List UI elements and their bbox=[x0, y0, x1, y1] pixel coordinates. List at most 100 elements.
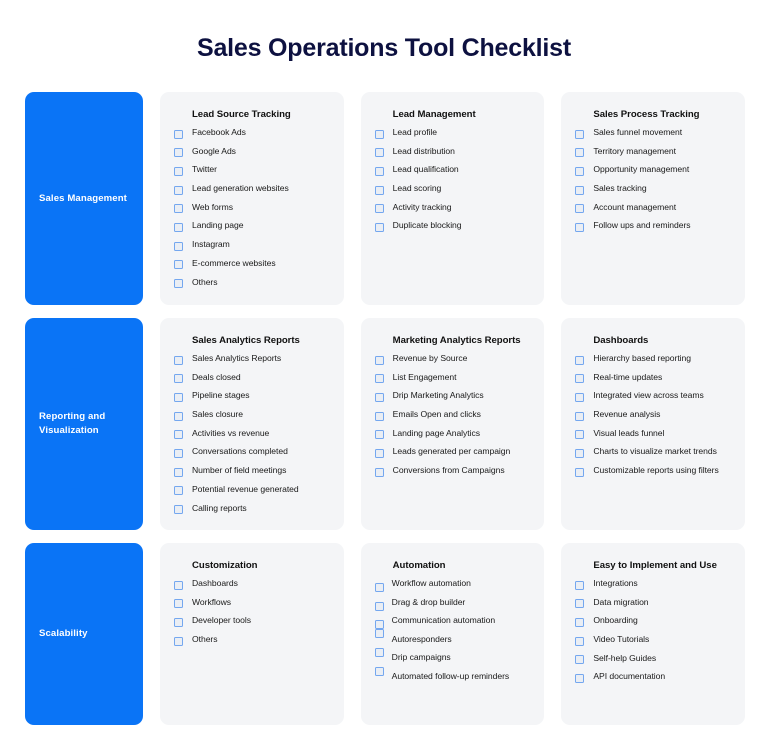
checkbox-icon[interactable] bbox=[575, 392, 585, 402]
list-item[interactable]: Video Tutorials bbox=[575, 634, 731, 646]
list-item[interactable]: Self-help Guides bbox=[575, 653, 731, 665]
checklist-card-sales-analytics-reports[interactable]: Sales Analytics Reports Sales Analytics … bbox=[160, 318, 344, 530]
list-item[interactable]: Lead scoring bbox=[374, 183, 531, 195]
checklist-card-lead-source-tracking[interactable]: Lead Source Tracking Facebook Ads Google… bbox=[160, 92, 344, 305]
checkbox-icon[interactable] bbox=[575, 617, 585, 627]
checkbox-icon[interactable] bbox=[575, 655, 585, 665]
list-item[interactable]: Autoresponders bbox=[374, 629, 531, 645]
checkbox-icon[interactable] bbox=[374, 583, 384, 592]
checkbox-icon[interactable] bbox=[174, 355, 183, 365]
checkbox-icon[interactable] bbox=[174, 185, 183, 195]
checklist-card-automation[interactable]: Automation Workflow automation Drag & dr… bbox=[360, 543, 545, 725]
list-item[interactable]: Leads generated per campaign bbox=[374, 446, 531, 458]
list-item[interactable]: Integrations bbox=[575, 578, 731, 590]
checkbox-icon[interactable] bbox=[575, 185, 585, 195]
checkbox-icon[interactable] bbox=[174, 222, 183, 232]
checkbox-icon[interactable] bbox=[575, 166, 585, 176]
list-item[interactable]: Conversations completed bbox=[174, 446, 330, 458]
list-item[interactable]: Onboarding bbox=[575, 615, 731, 627]
list-item[interactable]: Workflows bbox=[174, 597, 330, 609]
list-item[interactable]: Instagram bbox=[174, 239, 330, 251]
list-item[interactable]: Follow ups and reminders bbox=[575, 220, 731, 232]
list-item[interactable]: Activity tracking bbox=[374, 202, 531, 214]
checklist-card-dashboards[interactable]: Dashboards Hierarchy based reporting Rea… bbox=[561, 318, 746, 530]
list-item[interactable]: Opportunity management bbox=[575, 164, 731, 176]
list-item[interactable]: Others bbox=[174, 277, 330, 288]
checkbox-icon[interactable] bbox=[374, 392, 384, 402]
list-item[interactable]: Number of field meetings bbox=[174, 465, 330, 477]
checkbox-icon[interactable] bbox=[174, 148, 183, 158]
checkbox-icon[interactable] bbox=[174, 599, 183, 609]
list-item[interactable]: Drip Marketing Analytics bbox=[374, 390, 531, 402]
list-item[interactable]: Deals closed bbox=[174, 372, 330, 384]
list-item[interactable]: Sales tracking bbox=[575, 183, 731, 195]
list-item[interactable]: Duplicate blocking bbox=[374, 220, 531, 232]
checkbox-icon[interactable] bbox=[174, 467, 183, 477]
list-item[interactable]: Landing page bbox=[174, 220, 330, 232]
checkbox-icon[interactable] bbox=[575, 222, 585, 232]
list-item[interactable]: Integrated view across teams bbox=[575, 390, 731, 402]
list-item[interactable]: Workflow automation bbox=[374, 578, 531, 592]
checkbox-icon[interactable] bbox=[575, 467, 585, 477]
list-item[interactable]: Twitter bbox=[174, 164, 330, 176]
checkbox-icon[interactable] bbox=[174, 166, 183, 176]
checkbox-icon[interactable] bbox=[374, 129, 384, 139]
list-item[interactable]: Sales closure bbox=[174, 409, 330, 421]
checkbox-icon[interactable] bbox=[374, 166, 384, 176]
checkbox-icon[interactable] bbox=[374, 222, 384, 232]
list-item[interactable]: Activities vs revenue bbox=[174, 428, 330, 440]
category-card-sales-management[interactable]: Sales Management bbox=[25, 92, 143, 305]
list-item[interactable]: Charts to visualize market trends bbox=[575, 446, 731, 458]
checkbox-icon[interactable] bbox=[575, 129, 585, 139]
list-item[interactable]: Hierarchy based reporting bbox=[575, 353, 731, 365]
checkbox-icon[interactable] bbox=[374, 374, 384, 384]
checkbox-icon[interactable] bbox=[174, 241, 183, 251]
checkbox-icon[interactable] bbox=[575, 673, 585, 683]
list-item[interactable]: Landing page Analytics bbox=[374, 428, 531, 440]
list-item[interactable]: Google Ads bbox=[174, 146, 330, 158]
list-item[interactable]: Potential revenue generated bbox=[174, 484, 330, 496]
checkbox-icon[interactable] bbox=[575, 374, 585, 384]
checkbox-icon[interactable] bbox=[174, 260, 183, 270]
checkbox-icon[interactable] bbox=[575, 355, 585, 365]
list-item[interactable]: Visual leads funnel bbox=[575, 428, 731, 440]
checkbox-icon[interactable] bbox=[374, 430, 384, 440]
list-item[interactable]: Sales funnel movement bbox=[575, 127, 731, 139]
checkbox-icon[interactable] bbox=[174, 505, 183, 514]
checkbox-icon[interactable] bbox=[575, 430, 585, 440]
list-item[interactable]: Web forms bbox=[174, 202, 330, 214]
list-item[interactable]: Pipeline stages bbox=[174, 390, 330, 402]
list-item[interactable]: Revenue by Source bbox=[374, 353, 531, 365]
checkbox-icon[interactable] bbox=[374, 467, 384, 477]
checkbox-icon[interactable] bbox=[374, 647, 384, 657]
list-item[interactable]: Lead qualification bbox=[374, 164, 531, 176]
checkbox-icon[interactable] bbox=[575, 636, 585, 646]
checkbox-icon[interactable] bbox=[374, 185, 384, 195]
checkbox-icon[interactable] bbox=[575, 599, 585, 609]
checkbox-icon[interactable] bbox=[374, 601, 384, 611]
checkbox-icon[interactable] bbox=[174, 448, 183, 458]
list-item[interactable]: Developer tools bbox=[174, 615, 330, 627]
checkbox-icon[interactable] bbox=[575, 204, 585, 214]
checkbox-icon[interactable] bbox=[575, 580, 585, 590]
checkbox-icon[interactable] bbox=[374, 620, 384, 630]
checklist-card-sales-process-tracking[interactable]: Sales Process Tracking Sales funnel move… bbox=[561, 92, 746, 305]
list-item[interactable]: Lead distribution bbox=[374, 146, 531, 158]
list-item[interactable]: Calling reports bbox=[174, 503, 330, 514]
checkbox-icon[interactable] bbox=[174, 392, 183, 402]
checkbox-icon[interactable] bbox=[174, 617, 183, 627]
list-item[interactable]: Territory management bbox=[575, 146, 731, 158]
checkbox-icon[interactable] bbox=[174, 279, 183, 288]
list-item[interactable]: Conversions from Campaigns bbox=[374, 465, 531, 477]
list-item[interactable]: Lead profile bbox=[374, 127, 531, 139]
checkbox-icon[interactable] bbox=[174, 374, 183, 384]
list-item[interactable]: Emails Open and clicks bbox=[374, 409, 531, 421]
checkbox-icon[interactable] bbox=[174, 580, 183, 590]
list-item[interactable]: E-commerce websites bbox=[174, 258, 330, 270]
list-item[interactable]: Data migration bbox=[575, 597, 731, 609]
list-item[interactable]: Facebook Ads bbox=[174, 127, 330, 139]
checkbox-icon[interactable] bbox=[174, 129, 183, 139]
list-item[interactable]: Account management bbox=[575, 202, 731, 214]
category-card-reporting-and-visualization[interactable]: Reporting and Visualization bbox=[25, 318, 143, 530]
checkbox-icon[interactable] bbox=[575, 448, 585, 458]
